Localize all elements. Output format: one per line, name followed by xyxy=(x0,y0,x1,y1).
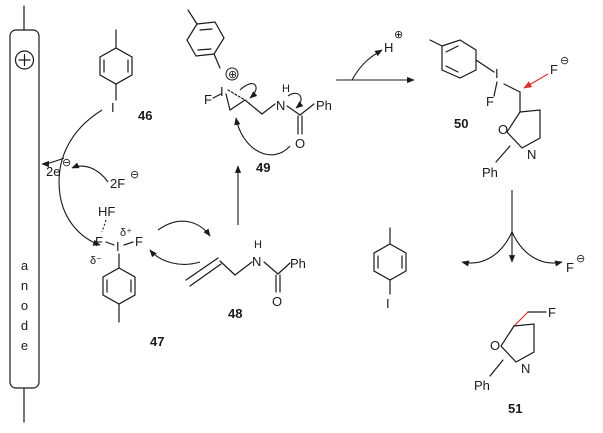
iodoarene-release-arrow xyxy=(461,231,513,267)
delta-minus-label: δ⁻ xyxy=(90,255,102,267)
phenyl-label: Ph xyxy=(474,378,490,393)
fluorine-label: F xyxy=(95,234,103,249)
anode-letter: d xyxy=(21,318,28,333)
anode-letter: o xyxy=(21,298,28,313)
compound-number-50: 50 xyxy=(454,116,468,131)
oxygen-label: O xyxy=(490,338,500,353)
compound-number-51: 51 xyxy=(508,401,522,416)
cyclization-arrow xyxy=(234,117,291,156)
proton-label: H xyxy=(384,40,393,55)
electrons-label: 2e xyxy=(46,164,60,179)
anode-plus-icon xyxy=(14,50,35,70)
fluoride-arrow xyxy=(71,162,109,183)
oxygen-label: O xyxy=(498,122,508,137)
compound-48: H N Ph O 48 xyxy=(185,239,306,321)
electron-arrow xyxy=(41,157,65,168)
fluoride-attack-arrow xyxy=(523,73,549,89)
oxygen-label: O xyxy=(272,294,282,309)
nitrogen-label: N xyxy=(521,361,530,376)
anode-letter: a xyxy=(21,258,29,273)
deprotonation-arrow xyxy=(287,92,304,109)
delta-plus-label: δ⁺ xyxy=(120,227,132,239)
anode-letter: n xyxy=(21,278,28,293)
atom-label: I xyxy=(111,100,115,115)
pi-activation-arrow xyxy=(239,83,258,99)
fluoride-charge: ⊖ xyxy=(560,55,569,67)
nh-hydrogen-label: H xyxy=(254,239,262,251)
compound-number-47: 47 xyxy=(150,334,164,349)
fluorine-label: F xyxy=(135,234,143,249)
hf-label: HF xyxy=(98,204,115,219)
compound-number-48: 48 xyxy=(228,306,242,321)
fluoride-label: F xyxy=(550,62,558,77)
nitrogen-label: N xyxy=(527,147,536,162)
phenyl-label: Ph xyxy=(316,98,332,113)
proton-release-arrow xyxy=(351,49,383,81)
anode-electrode: a n o d e xyxy=(9,5,40,423)
fluoride-charge: ⊖ xyxy=(130,169,139,181)
phenyl-label: Ph xyxy=(290,256,306,271)
proton-charge: ⊕ xyxy=(394,29,403,41)
nitrogen-label: N xyxy=(276,98,285,113)
iodonium-charge: ⊕ xyxy=(228,69,237,81)
anode-letter: e xyxy=(21,338,28,353)
iodine-label: I xyxy=(495,66,499,81)
fluoride-transfer-arrow xyxy=(149,249,201,265)
fluorine-label: F xyxy=(548,305,556,320)
nitrogen-label: N xyxy=(252,254,261,269)
compound-number-46: 46 xyxy=(138,108,152,123)
compound-number-49: 49 xyxy=(256,160,270,175)
compound-49: ⊕ F I H N Ph O 49 xyxy=(186,9,332,175)
atom-label: I xyxy=(386,296,390,311)
iodine-label: I xyxy=(220,84,224,99)
fluorine-label: F xyxy=(486,94,494,109)
oxygen-label: O xyxy=(295,136,305,151)
phenyl-label: Ph xyxy=(482,165,498,180)
fluoride-label: F xyxy=(566,260,574,275)
compound-47: HF F δ⁻ I δ⁺ F 47 xyxy=(90,204,164,349)
coordination-arrow xyxy=(157,220,211,237)
fluoride-release-arrow xyxy=(511,231,563,267)
compound-51: F O N Ph 51 xyxy=(474,305,556,416)
iodine-label: I xyxy=(116,239,120,254)
fluorine-label: F xyxy=(204,92,212,107)
regenerated-iodoarene: I xyxy=(373,227,407,311)
compound-46: I 46 xyxy=(99,29,152,123)
oxidation-arrow xyxy=(58,109,103,246)
fluoride-label: 2F xyxy=(110,176,125,191)
nh-hydrogen-label: H xyxy=(282,83,290,95)
electrons-charge: ⊖ xyxy=(62,157,71,169)
compound-50: I F F ⊖ O N Ph 50 xyxy=(429,39,569,180)
fluoride-charge: ⊖ xyxy=(576,253,585,265)
